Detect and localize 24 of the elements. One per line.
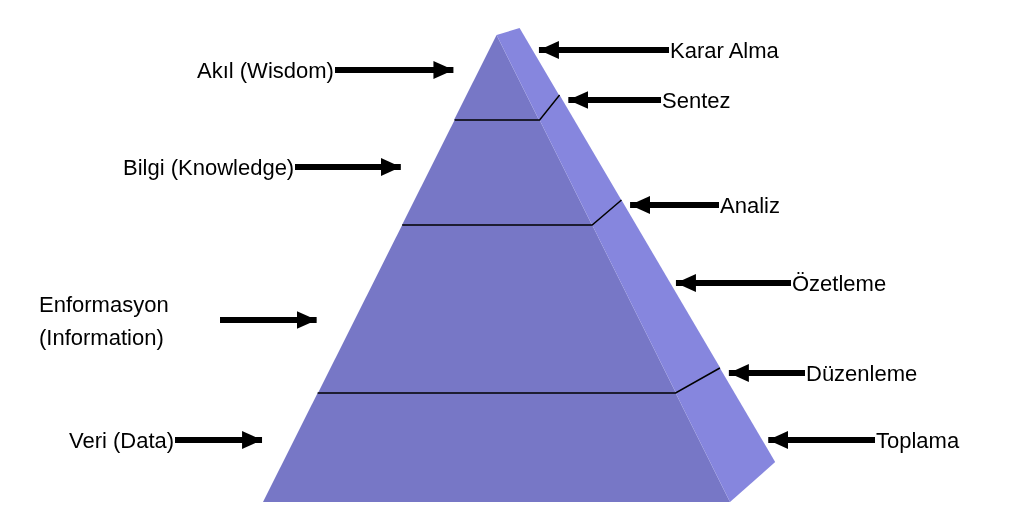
- pyramid-level: [317, 200, 720, 393]
- pyramid-level: [263, 368, 776, 502]
- level-label: Bilgi (Knowledge): [123, 151, 295, 184]
- pyramid-level: [454, 28, 560, 120]
- arrow: [538, 41, 669, 59]
- level-label: Akıl (Wisdom): [197, 54, 334, 87]
- arrow: [568, 91, 661, 109]
- arrow: [768, 431, 875, 449]
- arrow: [175, 431, 263, 449]
- arrow: [295, 158, 401, 176]
- pyramid-level: [401, 95, 622, 225]
- arrow: [728, 364, 805, 382]
- level-label: Sentez: [662, 84, 731, 117]
- level-label: Enformasyon (Information): [39, 288, 219, 354]
- level-label: Veri (Data): [69, 424, 175, 457]
- level-label: Analiz: [720, 189, 780, 222]
- arrow: [220, 311, 317, 329]
- arrow: [335, 61, 454, 79]
- level-label: Düzenleme: [806, 357, 918, 390]
- arrow: [630, 196, 719, 214]
- level-label: Karar Alma: [670, 34, 779, 67]
- arrow: [675, 274, 791, 292]
- level-label: Toplama: [876, 424, 960, 457]
- level-label: Özetleme: [792, 267, 887, 300]
